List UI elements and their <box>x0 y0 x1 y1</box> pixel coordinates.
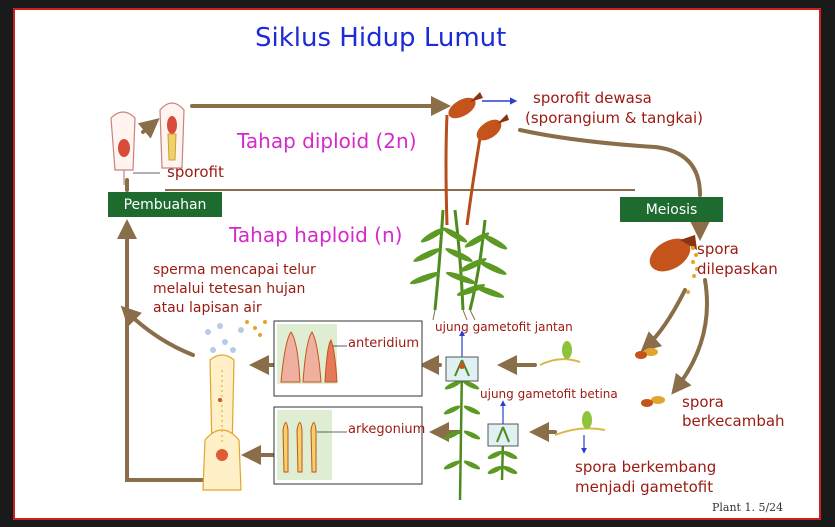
arrow-capsule-to-meiosis <box>518 128 702 197</box>
mature-moss-plant <box>409 92 509 321</box>
label-ujung-gametofit-jantan: ujung gametofit jantan <box>435 320 573 334</box>
label-spora-berkecambah-2: berkecambah <box>682 412 785 430</box>
label-sperma-1: sperma mencapai telur <box>153 262 316 278</box>
germinating-spores <box>539 341 665 436</box>
arrow-spores-down <box>640 288 687 353</box>
label-diploid-phase: Tahap diploid (2n) <box>237 129 417 153</box>
label-sperma-2: melalui tetesan hujan <box>153 281 306 297</box>
footer-page-number: Plant 1. 5/24 <box>712 501 784 514</box>
label-ujung-gametofit-betina: ujung gametofit betina <box>480 387 618 401</box>
label-sporangium: (sporangium & tangkai) <box>525 109 704 127</box>
label-spora-dilepaskan-1: spora <box>697 240 739 258</box>
label-spora-berkecambah-1: spora <box>682 393 724 411</box>
arrow-zygote-to-fertilization <box>117 219 205 482</box>
label-sperma-3: atau lapisan air <box>153 300 262 316</box>
life-cycle-diagram <box>110 92 710 501</box>
label-spora-dilepaskan-2: dilepaskan <box>697 260 778 278</box>
box-pembuahan: Pembuahan <box>108 192 222 217</box>
label-sporofit: sporofit <box>167 163 224 181</box>
label-arkegonium: arkegonium <box>348 422 426 437</box>
diagram-title: Siklus Hidup Lumut <box>255 23 507 53</box>
slide: Siklus Hidup Lumut Tahap diploid (2n) Ta… <box>13 8 821 520</box>
young-sporophyte-drawings <box>110 102 185 185</box>
label-haploid-phase: Tahap haploid (n) <box>229 223 403 247</box>
gametophytes <box>443 330 587 501</box>
label-spora-berkembang-1: spora berkembang <box>575 458 717 476</box>
label-sporofit-dewasa: sporofit dewasa <box>533 89 652 107</box>
spore-capsule <box>649 235 699 294</box>
sperm-and-zygote <box>202 320 267 491</box>
archegonium-panel <box>273 406 423 485</box>
box-meiosis: Meiosis <box>620 197 723 222</box>
arrow-spores-right-curve <box>671 278 709 395</box>
arrow-embryo-to-sporofit <box>137 118 160 139</box>
arrow-sperm-to-fertilization <box>120 305 195 357</box>
label-spora-berkembang-2: menjadi gametofit <box>575 478 714 496</box>
antheridium-panel <box>273 320 423 397</box>
label-anteridium: anteridium <box>348 336 420 351</box>
cycle-arrows <box>117 96 710 482</box>
